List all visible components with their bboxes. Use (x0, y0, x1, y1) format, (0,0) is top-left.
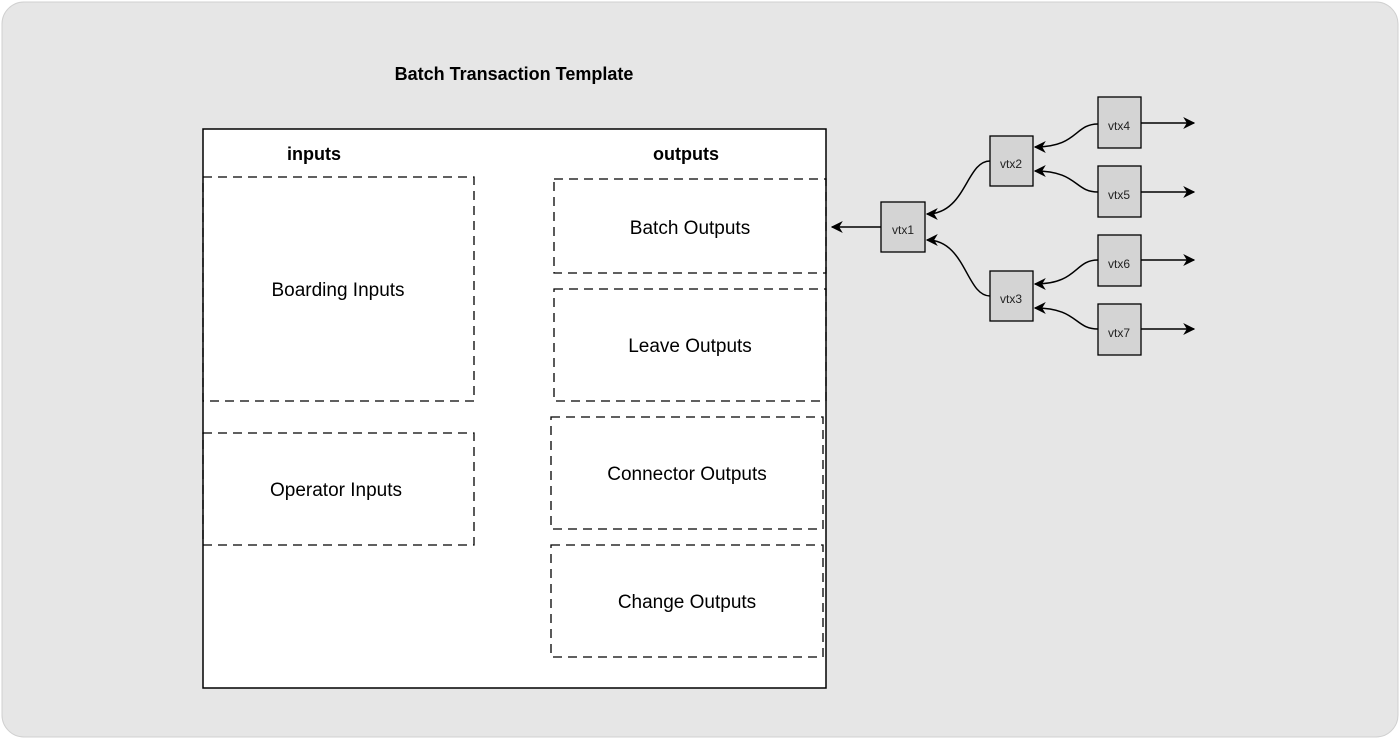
vtx-label: vtx2 (1000, 157, 1022, 171)
region-label: Boarding Inputs (271, 280, 404, 301)
vtx-node-vtx3: vtx3 (989, 270, 1034, 322)
region-label: Leave Outputs (628, 336, 752, 357)
output-region-change: Change Outputs (550, 544, 824, 658)
vtx-label: vtx5 (1108, 188, 1130, 202)
vtx-label: vtx6 (1108, 257, 1130, 271)
arrow-vtx4-to-vtx2 (1033, 123, 1099, 153)
vtx-label: vtx7 (1108, 326, 1130, 340)
arrow-vtx3-to-vtx1 (925, 234, 991, 297)
arrow-vtx2-to-vtx1 (925, 160, 991, 220)
vtx-label: vtx1 (892, 223, 914, 237)
region-label: Change Outputs (618, 592, 756, 613)
vtx-node-vtx4: vtx4 (1097, 96, 1142, 149)
vtx-connectors (830, 117, 1196, 335)
diagram-title: Batch Transaction Template (395, 64, 634, 84)
transaction-box (202, 128, 827, 689)
vtx-label: vtx4 (1108, 119, 1130, 133)
region-label: Batch Outputs (630, 218, 750, 239)
vtx-node-vtx6: vtx6 (1097, 234, 1142, 287)
output-region-connector: Connector Outputs (550, 416, 824, 530)
input-region-boarding: Boarding Inputs (202, 176, 475, 402)
output-region-batch: Batch Outputs (553, 178, 827, 274)
vtx-node-vtx7: vtx7 (1097, 303, 1142, 356)
arrow-vtx7-to-vtx3 (1033, 302, 1099, 330)
outputs-header: outputs (653, 144, 719, 164)
region-label: Connector Outputs (607, 464, 766, 485)
region-label: Operator Inputs (270, 480, 402, 501)
input-region-operator: Operator Inputs (202, 432, 475, 546)
arrow-vtx5-to-vtx2 (1033, 165, 1099, 193)
vtx-label: vtx3 (1000, 292, 1022, 306)
vtx-node-vtx2: vtx2 (989, 135, 1034, 187)
vtx-node-vtx1: vtx1 (880, 201, 926, 253)
inputs-header: inputs (287, 144, 341, 164)
output-region-leave: Leave Outputs (553, 288, 827, 402)
vtx-node-vtx5: vtx5 (1097, 165, 1142, 218)
arrow-vtx6-to-vtx3 (1033, 259, 1099, 290)
